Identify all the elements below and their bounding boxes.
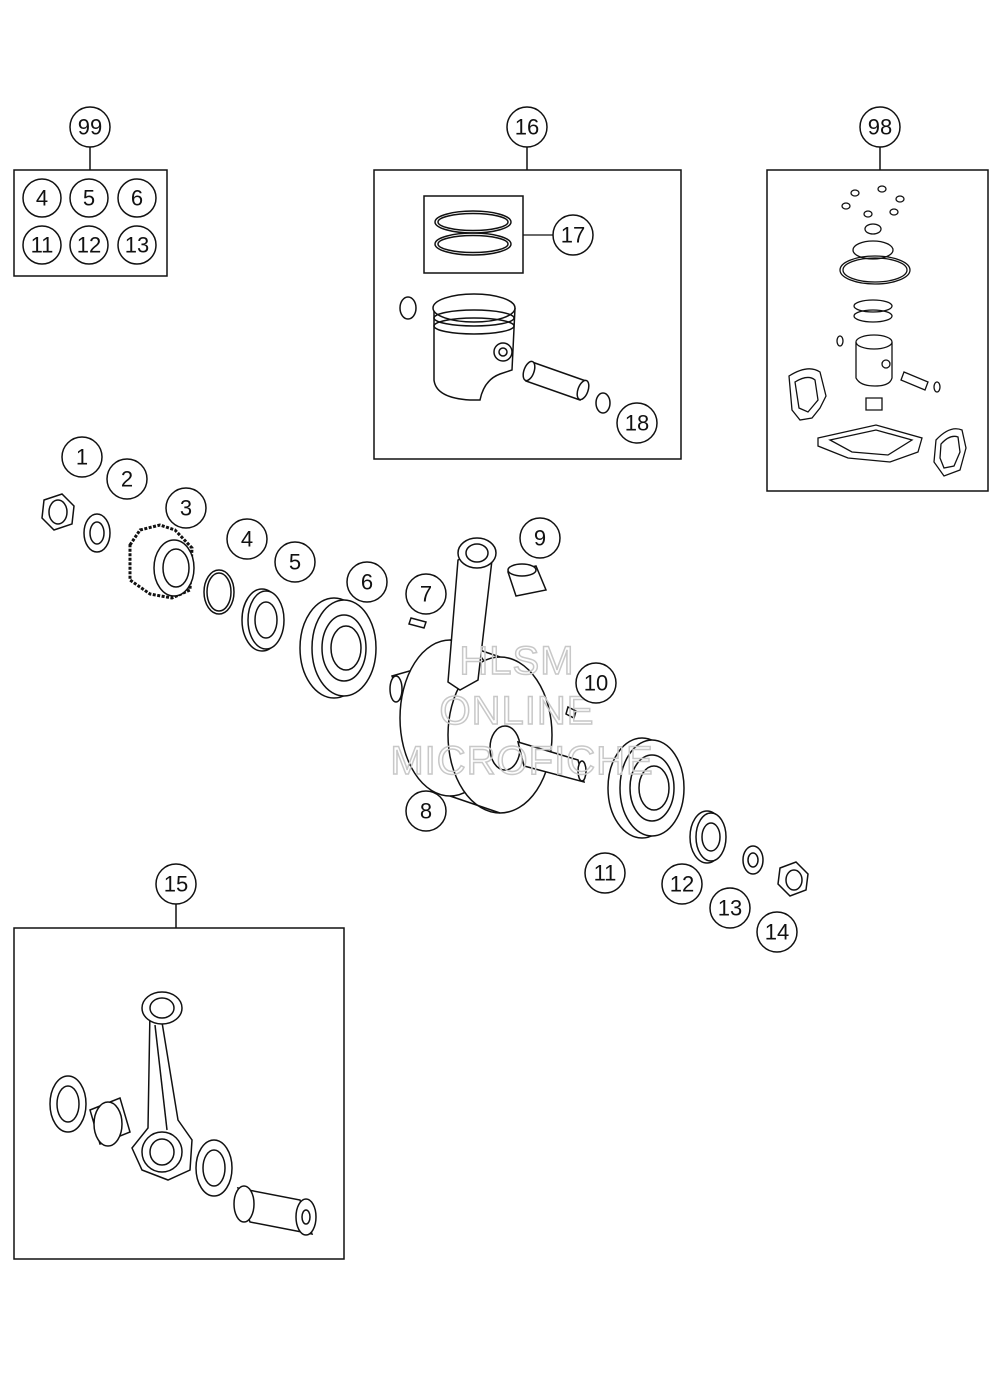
svg-text:13: 13 bbox=[125, 233, 149, 258]
piston-rings-box bbox=[423, 195, 524, 274]
kit-99-callout-11[interactable]: 11 bbox=[22, 225, 62, 265]
svg-text:13: 13 bbox=[718, 896, 742, 921]
callouts: 99 16 98 17 18 1 2 3 4 5 6 7 9 10 8 11 1… bbox=[61, 106, 901, 953]
svg-text:15: 15 bbox=[164, 872, 188, 897]
svg-text:99: 99 bbox=[78, 115, 102, 140]
kit-99-group: 4 5 6 11 12 13 bbox=[13, 147, 168, 277]
conrod-kit-box bbox=[13, 927, 345, 1260]
callout-99[interactable]: 99 bbox=[69, 106, 111, 148]
svg-text:12: 12 bbox=[670, 872, 694, 897]
callout-12[interactable]: 12 bbox=[661, 863, 703, 905]
watermark: HLSM ONLINE MICROFICHE bbox=[390, 638, 654, 784]
lock-washer-drawing bbox=[83, 513, 111, 553]
shaft-seal-right-drawing bbox=[689, 810, 727, 864]
svg-text:7: 7 bbox=[420, 582, 432, 607]
conrod-kit-15-group bbox=[13, 904, 345, 1260]
svg-text:3: 3 bbox=[180, 496, 192, 521]
callout-3[interactable]: 3 bbox=[165, 487, 207, 529]
kit-99-callout-5[interactable]: 5 bbox=[69, 178, 109, 218]
kit-99-callout-4[interactable]: 4 bbox=[22, 178, 62, 218]
callout-13[interactable]: 13 bbox=[709, 887, 751, 929]
svg-text:8: 8 bbox=[420, 799, 432, 824]
callout-15[interactable]: 15 bbox=[155, 863, 197, 905]
kit-99-callout-12[interactable]: 12 bbox=[69, 225, 109, 265]
kit-99-callout-6[interactable]: 6 bbox=[117, 178, 157, 218]
svg-text:11: 11 bbox=[594, 861, 617, 886]
piston-kit-16-group bbox=[373, 147, 682, 460]
piston-drawing bbox=[432, 293, 516, 401]
callout-18[interactable]: 18 bbox=[616, 402, 658, 444]
callout-11[interactable]: 11 bbox=[584, 852, 626, 894]
callout-4[interactable]: 4 bbox=[226, 518, 268, 560]
woodruff-key-drawing bbox=[408, 617, 427, 629]
watermark-line-1: HLSM bbox=[459, 639, 574, 683]
svg-text:5: 5 bbox=[83, 186, 95, 211]
svg-text:17: 17 bbox=[561, 223, 585, 248]
piston-kit-box bbox=[373, 169, 682, 460]
conrod-kit-drawing bbox=[49, 991, 317, 1236]
circlip-left-drawing bbox=[399, 296, 417, 320]
watermark-line-3: MICROFICHE bbox=[390, 739, 653, 783]
ball-bearing-left-drawing bbox=[299, 597, 377, 699]
kit-99-callout-13[interactable]: 13 bbox=[117, 225, 157, 265]
callout-5[interactable]: 5 bbox=[274, 541, 316, 583]
gear-drawing bbox=[128, 523, 195, 600]
shaft-seal-left-drawing bbox=[241, 588, 285, 652]
main-assembly-drawing bbox=[41, 493, 809, 897]
callout-2[interactable]: 2 bbox=[106, 458, 148, 500]
callout-9[interactable]: 9 bbox=[519, 517, 561, 559]
svg-text:98: 98 bbox=[868, 115, 892, 140]
svg-text:14: 14 bbox=[765, 920, 789, 945]
nut-right-drawing bbox=[777, 861, 809, 897]
gasket-kit-98-group bbox=[766, 147, 989, 492]
washer-right-drawing bbox=[742, 845, 764, 875]
svg-text:6: 6 bbox=[131, 186, 143, 211]
callout-6[interactable]: 6 bbox=[346, 561, 388, 603]
piston-pin-drawing bbox=[522, 360, 590, 401]
svg-text:12: 12 bbox=[77, 233, 101, 258]
svg-text:2: 2 bbox=[121, 467, 133, 492]
callout-17[interactable]: 17 bbox=[552, 214, 594, 256]
svg-text:16: 16 bbox=[515, 115, 539, 140]
circlip-right-drawing bbox=[595, 392, 611, 414]
o-ring-drawing bbox=[203, 569, 235, 615]
watermark-line-2: ONLINE bbox=[440, 689, 595, 733]
svg-text:10: 10 bbox=[584, 671, 608, 696]
svg-text:9: 9 bbox=[534, 526, 546, 551]
svg-text:18: 18 bbox=[625, 411, 649, 436]
small-key-drawing bbox=[565, 705, 577, 720]
callout-7[interactable]: 7 bbox=[405, 573, 447, 615]
kit-99-box bbox=[13, 169, 168, 277]
callout-8[interactable]: 8 bbox=[405, 790, 447, 832]
gasket-kit-box bbox=[766, 169, 989, 492]
callout-16[interactable]: 16 bbox=[506, 106, 548, 148]
ball-bearing-right-drawing bbox=[607, 737, 685, 839]
svg-text:11: 11 bbox=[31, 233, 54, 258]
svg-text:6: 6 bbox=[361, 570, 373, 595]
nut-left-drawing bbox=[41, 493, 75, 531]
svg-text:5: 5 bbox=[289, 550, 301, 575]
svg-text:4: 4 bbox=[36, 186, 48, 211]
callout-1[interactable]: 1 bbox=[61, 436, 103, 478]
piston-rings-drawing bbox=[434, 210, 512, 256]
crankshaft-drawing bbox=[389, 537, 587, 814]
gasket-kit-drawing bbox=[788, 185, 967, 477]
callout-98[interactable]: 98 bbox=[859, 106, 901, 148]
svg-text:1: 1 bbox=[76, 445, 88, 470]
needle-bearing-drawing bbox=[507, 563, 548, 597]
callout-10[interactable]: 10 bbox=[575, 662, 617, 704]
callout-14[interactable]: 14 bbox=[756, 911, 798, 953]
svg-text:4: 4 bbox=[241, 527, 253, 552]
